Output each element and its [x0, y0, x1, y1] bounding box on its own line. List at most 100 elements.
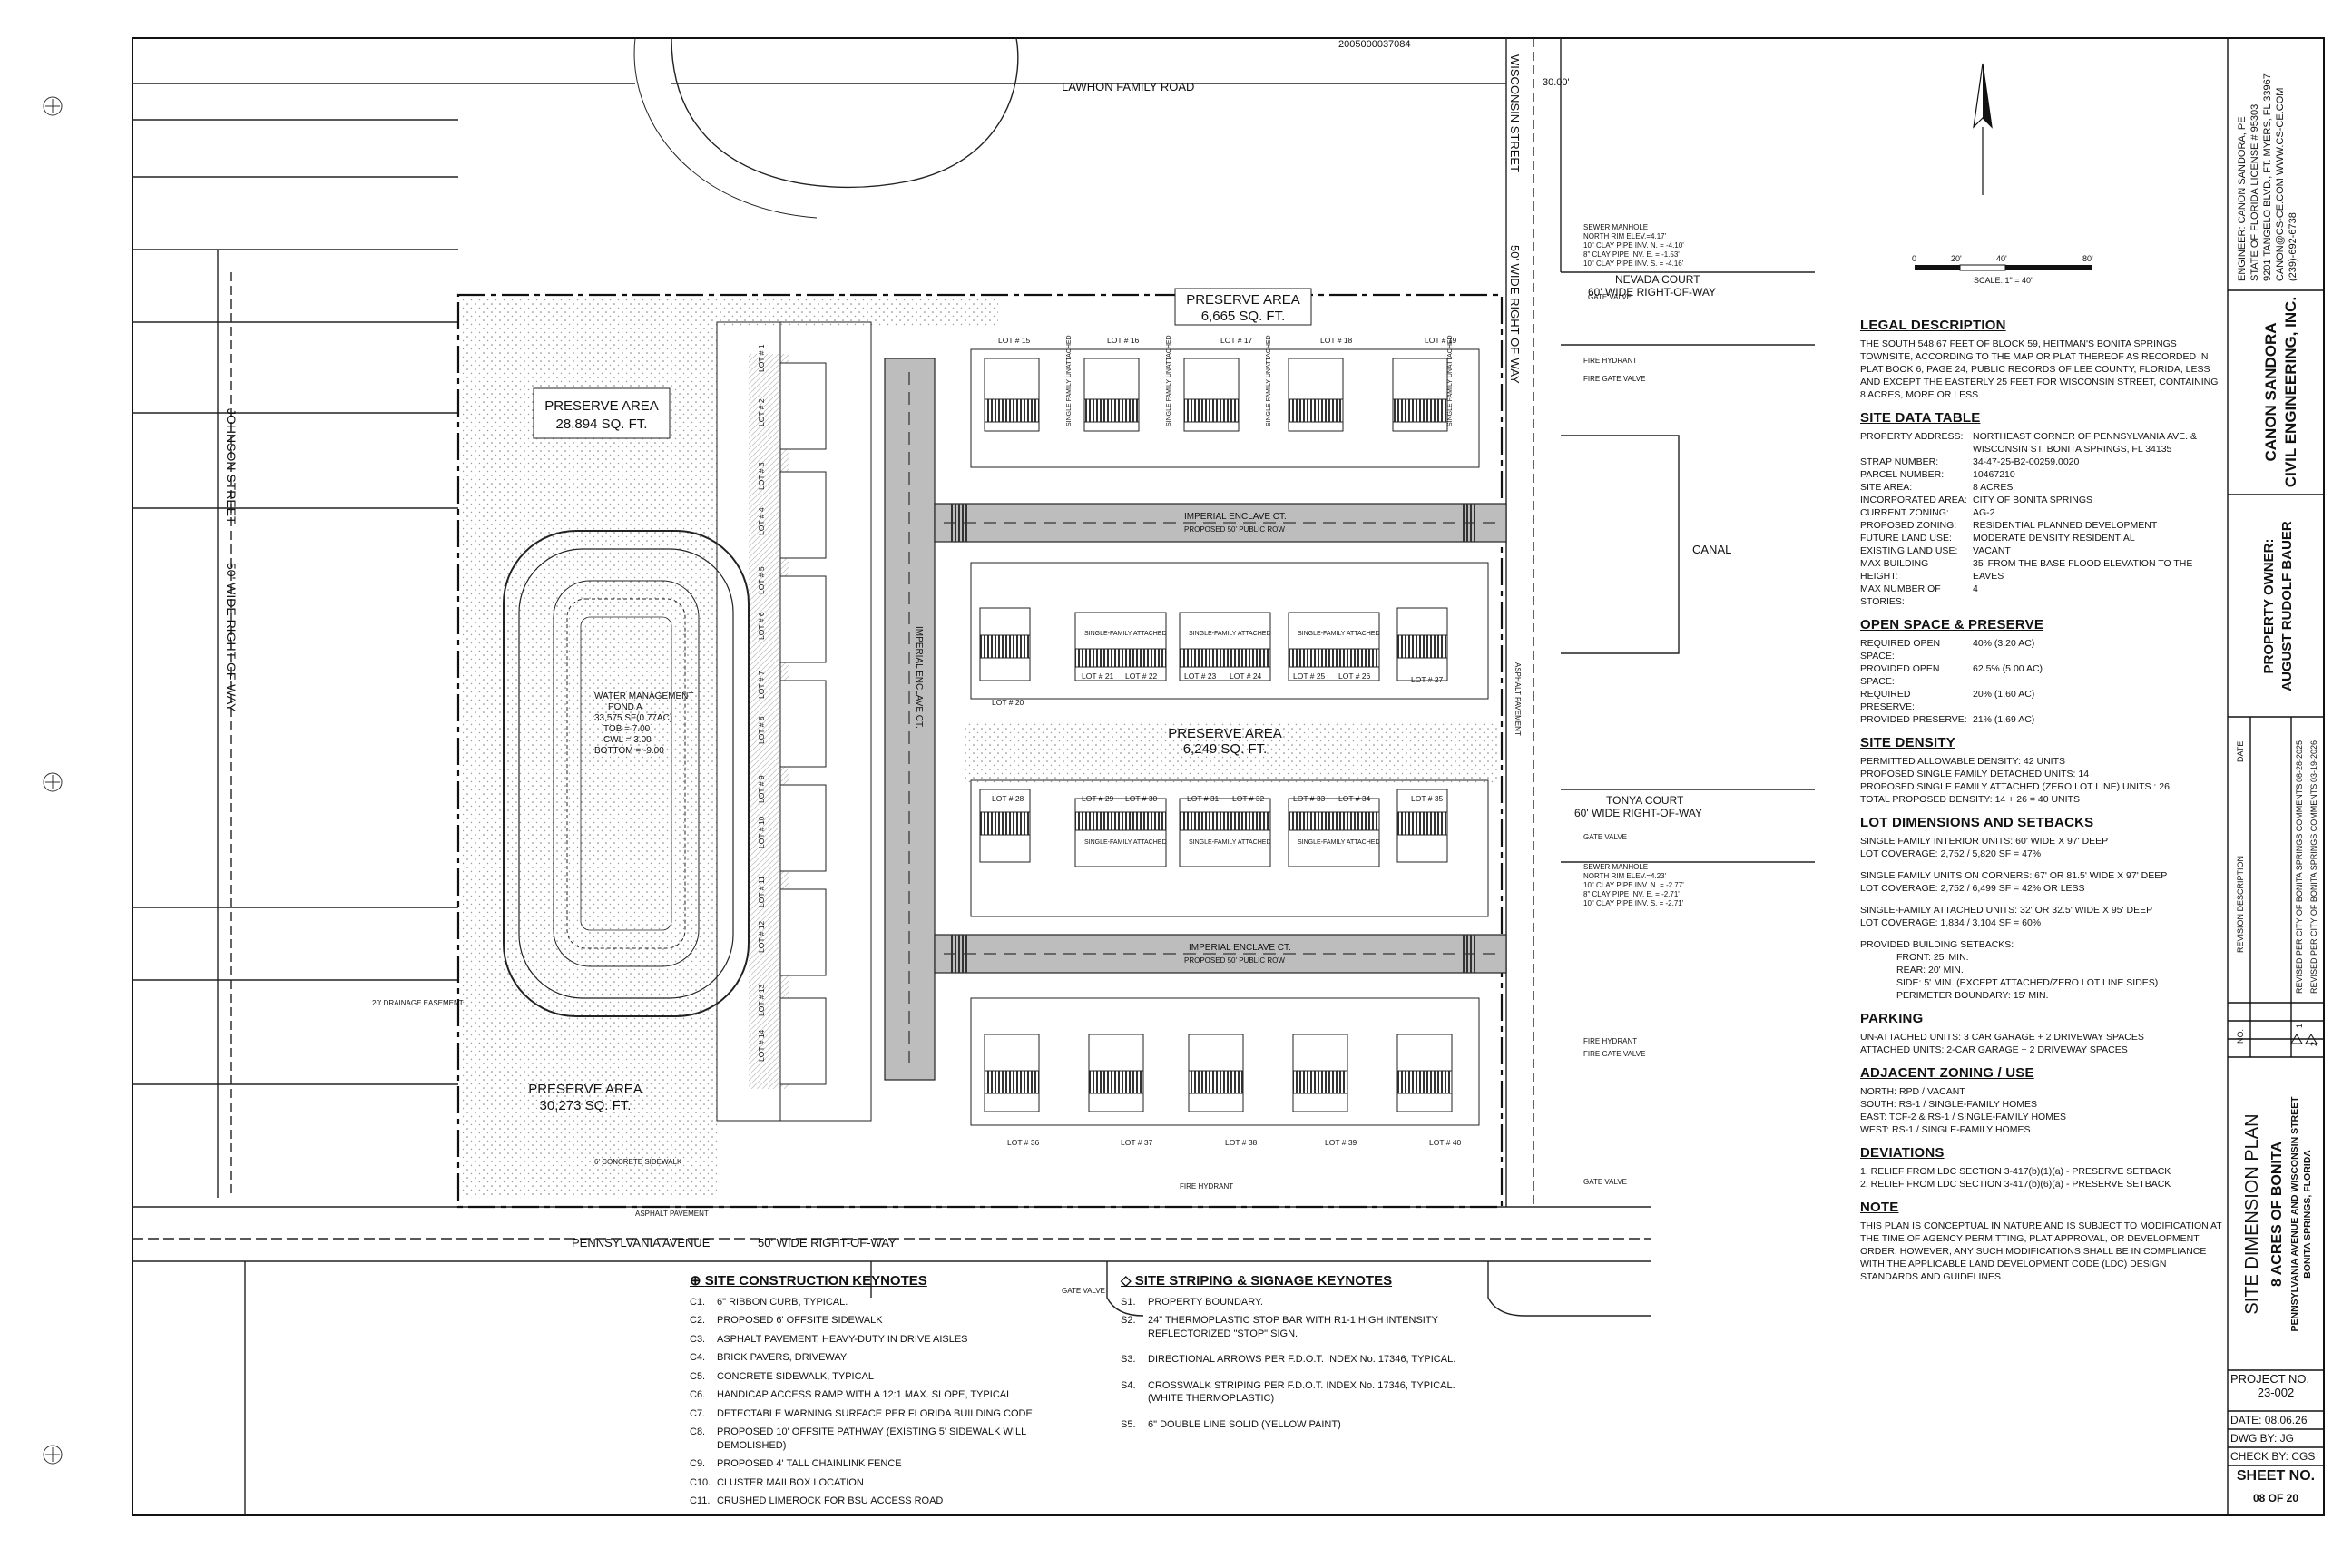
lot-35: LOT # 35: [1411, 794, 1444, 803]
nevada-row-label: 60' WIDE RIGHT-OF-WAY: [1588, 286, 1716, 299]
pond-label-3: 33,575 SF(0.77AC): [594, 713, 672, 723]
preserve-2-size: 6,665 SQ. FT.: [1201, 309, 1286, 324]
road-name-south: IMPERIAL ENCLAVE CT.: [1189, 943, 1291, 953]
engineer-line-1: ENGINEER: CANON SANDORA, PE: [2237, 116, 2248, 281]
site-key-10: MAX NUMBER OF STORIES:: [1860, 583, 1941, 607]
project-number-cell: PROJECT NO. 23-002: [2230, 1372, 2321, 1399]
dim-30: 30.00': [1543, 77, 1570, 88]
doc-number: 2005000037084: [1338, 39, 1411, 50]
wisconsin-row-label: 50' WIDE RIGHT-OF-WAY: [1508, 245, 1522, 384]
open-key-2: REQUIRED PRESERVE:: [1860, 689, 1915, 712]
preserve-1-size: 28,894 SQ. FT.: [556, 416, 648, 432]
crosswalks: [951, 504, 1477, 973]
streets: [132, 38, 1815, 1515]
c-code-0: C1.: [690, 1296, 706, 1308]
sewer1-line-3: 10" CLAY PIPE INV. N. = -4.10': [1583, 241, 1684, 250]
scale-tick-80: 80': [2082, 254, 2093, 263]
fire-gate-valve-label-2: FIRE GATE VALVE: [1583, 1050, 1645, 1058]
gate-valve-label-1: GATE VALVE: [1583, 833, 1627, 841]
lot-8: LOT # 8: [757, 716, 766, 744]
lot-labels-row-c: LOT # 28 LOT # 29 LOT # 30 LOT # 31 LOT …: [992, 794, 1444, 803]
site-val-0: NORTHEAST CORNER OF PENNSYLVANIA AVE. & …: [1973, 431, 2198, 455]
nevada-court-label: NEVADA COURT: [1615, 273, 1700, 286]
pond-label: WATER MANAGEMENT POND A 33,575 SF(0.77AC…: [594, 691, 693, 756]
c-text-7: PROPOSED 10' OFFSITE PATHWAY (EXISTING 5…: [717, 1426, 1026, 1451]
lotdim-line-0: SINGLE FAMILY INTERIOR UNITS: 60' WIDE X…: [1860, 836, 2109, 847]
density-line-0: PERMITTED ALLOWABLE DENSITY: 42 UNITS: [1860, 756, 2066, 767]
site-val-3: 8 ACRES: [1973, 482, 2014, 493]
site-key-8: EXISTING LAND USE:: [1860, 545, 1958, 556]
rev-header-date: DATE: [2236, 741, 2245, 762]
lot-3: LOT # 3: [757, 462, 766, 490]
lot-32: LOT # 32: [1232, 794, 1265, 803]
open-val-1: 62.5% (5.00 AC): [1973, 663, 2043, 674]
preserve-1-name: PRESERVE AREA: [544, 398, 659, 414]
engineer-line-5: (239)-692-6738: [2288, 212, 2298, 281]
site-data-table: PROPERTY ADDRESS: NORTHEAST CORNER OF PEN…: [1860, 430, 2223, 608]
sewer2-line-2: NORTH RIM ELEV.=4.23': [1583, 872, 1667, 880]
owner-name: AUGUST RUDOLF BAUER: [2279, 521, 2295, 691]
title-block-frame: [2227, 38, 2324, 1515]
striping-keynotes-title: ◇ SITE STRIPING & SIGNAGE KEYNOTES: [1121, 1273, 1393, 1289]
lotdim-line-11: REAR: 20' MIN.: [1896, 965, 1964, 975]
fire-hydrant-label-3: FIRE HYDRANT: [1180, 1182, 1233, 1191]
tonya-row-label: 60' WIDE RIGHT-OF-WAY: [1574, 807, 1702, 819]
lot-6: LOT # 6: [757, 612, 766, 640]
sidewalk-label: 6' CONCRETE SIDEWALK: [594, 1158, 682, 1166]
preserve-labels: PRESERVE AREA 28,894 SQ. FT. PRESERVE AR…: [528, 288, 1312, 1113]
open-val-2: 20% (1.60 AC): [1973, 689, 2035, 700]
canal-label: CANAL: [1692, 543, 1731, 556]
deviation-line-1: 2. RELIEF FROM LDC SECTION 3-417(b)(6)(a…: [1860, 1179, 2171, 1190]
legal-description-title: LEGAL DESCRIPTION: [1860, 318, 2006, 333]
sewer2-line-1: SEWER MANHOLE: [1583, 863, 1648, 871]
tonya-court-label: TONYA COURT: [1606, 794, 1684, 807]
adjacent-zoning-lines: NORTH: RPD / VACANT SOUTH: RS-1 / SINGLE…: [1860, 1085, 2223, 1136]
preserve-2-name: PRESERVE AREA: [1186, 292, 1300, 308]
s-text-1: 24" THERMOPLASTIC STOP BAR WITH R1-1 HIG…: [1148, 1315, 1438, 1339]
project-no-label: PROJECT NO.: [2230, 1372, 2310, 1386]
rev-header-no: NO.: [2236, 1029, 2245, 1044]
unit-type-unattached-4: SINGLE FAMILY UNATTACHED: [1447, 335, 1454, 426]
road-row-south: PROPOSED 50' PUBLIC ROW: [1184, 956, 1285, 965]
engineer-info: ENGINEER: CANON SANDORA, PE STATE OF FLO…: [2237, 74, 2298, 281]
lot-7: LOT # 7: [757, 671, 766, 699]
open-val-0: 40% (3.20 AC): [1973, 638, 2035, 649]
lot-33: LOT # 33: [1293, 794, 1326, 803]
lot-20: LOT # 20: [992, 698, 1024, 707]
lot-12: LOT # 12: [757, 920, 766, 953]
lot-22: LOT # 22: [1125, 671, 1158, 681]
open-key-3: PROVIDED PRESERVE:: [1860, 714, 1967, 725]
asphalt-pavement-label: ASPHALT PAVEMENT: [635, 1210, 709, 1218]
lot-40: LOT # 40: [1429, 1138, 1462, 1147]
firm-line-2: CIVIL ENGINEERING, INC.: [2282, 297, 2299, 487]
c-text-4: CONCRETE SIDEWALK, TYPICAL: [717, 1370, 874, 1382]
sewer-manhole-note-2: SEWER MANHOLE NORTH RIM ELEV.=4.23' 10" …: [1583, 863, 1684, 907]
north-arrow-icon: [1973, 63, 1993, 195]
lotdim-line-4: LOT COVERAGE: 2,752 / 6,499 SF = 42% OR …: [1860, 883, 2085, 894]
striping-keynotes: ◇ SITE STRIPING & SIGNAGE KEYNOTES S1.PR…: [1121, 1273, 1484, 1436]
sheet-border: [132, 37, 2325, 1516]
scale-tick-0: 0: [1912, 254, 1916, 263]
lot-37: LOT # 37: [1121, 1138, 1153, 1147]
preserve-west: [463, 299, 717, 1198]
construction-keynotes: ⊕ SITE CONSTRUCTION KEYNOTES C1.6" RIBBO…: [690, 1274, 1071, 1514]
s-text-2: DIRECTIONAL ARROWS PER F.D.O.T. INDEX No…: [1148, 1354, 1456, 1365]
c-text-6: DETECTABLE WARNING SURFACE PER FLORIDA B…: [717, 1407, 1033, 1419]
site-key-2: PARCEL NUMBER:: [1860, 469, 1945, 480]
revision-table: NO. REVISION DESCRIPTION DATE 1 REVISED …: [2236, 740, 2318, 1046]
zoning-line-3: WEST: RS-1 / SINGLE-FAMILY HOMES: [1860, 1124, 2031, 1135]
c-code-6: C7.: [690, 1407, 706, 1419]
lotdim-line-10: FRONT: 25' MIN.: [1896, 952, 1969, 963]
gate-valve-label-2: GATE VALVE: [1583, 1178, 1627, 1186]
c-text-2: ASPHALT PAVEMENT. HEAVY-DUTY IN DRIVE AI…: [717, 1333, 968, 1345]
note-title: NOTE: [1860, 1200, 1899, 1215]
sheet-no-label: SHEET NO.: [2236, 1468, 2316, 1484]
site-key-0: PROPERTY ADDRESS:: [1860, 431, 1964, 442]
site-key-7: FUTURE LAND USE:: [1860, 533, 1952, 544]
engineer-line-4: CANON@CS-CE.COM WWW.CS-CE.COM: [2275, 88, 2286, 281]
s-code-4: S5.: [1121, 1418, 1136, 1430]
lot-14: LOT # 14: [757, 1029, 766, 1062]
site-val-8: VACANT: [1973, 545, 2011, 556]
open-space-table: REQUIRED OPEN SPACE:40% (3.20 AC) PROVID…: [1860, 637, 2223, 726]
parking-line-0: UN-ATTACHED UNITS: 3 CAR GARAGE + 2 DRIV…: [1860, 1032, 2144, 1043]
